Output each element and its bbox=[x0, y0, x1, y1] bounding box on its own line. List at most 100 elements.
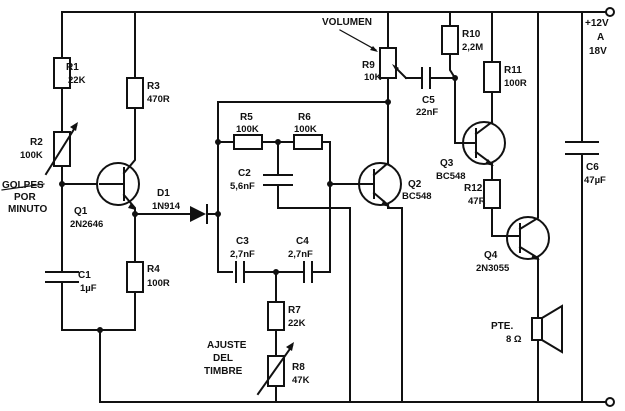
svg-text:C4: C4 bbox=[296, 236, 309, 247]
svg-text:2,2M: 2,2M bbox=[462, 42, 483, 53]
svg-text:R1: R1 bbox=[66, 62, 79, 73]
svg-text:100K: 100K bbox=[294, 124, 317, 135]
svg-text:22nF: 22nF bbox=[416, 107, 438, 118]
ground-terminal bbox=[605, 397, 615, 407]
svg-text:Q4: Q4 bbox=[484, 250, 498, 261]
resistor-r3: R3 470R bbox=[126, 77, 170, 109]
svg-text:2N3055: 2N3055 bbox=[476, 263, 510, 274]
svg-text:Q3: Q3 bbox=[440, 158, 454, 169]
wire bbox=[491, 207, 509, 237]
svg-text:R2: R2 bbox=[30, 137, 43, 148]
resistor-r12: R12 47R bbox=[464, 179, 501, 209]
svg-text:2,7nF: 2,7nF bbox=[230, 249, 255, 260]
wire bbox=[61, 281, 136, 331]
svg-text:R9: R9 bbox=[362, 60, 375, 71]
svg-text:R7: R7 bbox=[288, 305, 301, 316]
resistor-r1: R1 22K bbox=[53, 57, 86, 89]
svg-text:R5: R5 bbox=[240, 112, 253, 123]
resistor-r4: R4 100R bbox=[126, 261, 170, 293]
supply-label-line1: +12V bbox=[585, 18, 609, 29]
svg-text:100K: 100K bbox=[236, 124, 259, 135]
svg-text:100R: 100R bbox=[504, 78, 527, 89]
svg-text:R6: R6 bbox=[298, 112, 311, 123]
svg-text:R12: R12 bbox=[464, 183, 483, 194]
svg-text:BC548: BC548 bbox=[402, 191, 432, 202]
svg-text:R4: R4 bbox=[147, 264, 160, 275]
svg-text:C6: C6 bbox=[586, 162, 599, 173]
svg-text:5,6nF: 5,6nF bbox=[230, 181, 255, 192]
svg-text:10K: 10K bbox=[364, 72, 382, 83]
svg-text:1N914: 1N914 bbox=[152, 201, 181, 212]
svg-text:BC548: BC548 bbox=[436, 171, 466, 182]
wire bbox=[321, 141, 331, 185]
svg-text:TIMBRE: TIMBRE bbox=[204, 366, 243, 377]
svg-text:470R: 470R bbox=[147, 94, 170, 105]
svg-text:POR: POR bbox=[14, 192, 36, 203]
svg-text:Q2: Q2 bbox=[408, 179, 422, 190]
svg-text:22K: 22K bbox=[68, 75, 86, 86]
capacitor-c6: C6 47µF bbox=[565, 141, 606, 186]
svg-text:1µF: 1µF bbox=[80, 283, 97, 294]
svg-text:2N2646: 2N2646 bbox=[70, 219, 103, 230]
capacitor-c4: C4 2,7nF bbox=[288, 236, 313, 283]
volume-label: VOLUMEN bbox=[322, 17, 378, 52]
svg-text:2,7nF: 2,7nF bbox=[288, 249, 313, 260]
svg-text:22K: 22K bbox=[288, 318, 306, 329]
transistor-q4: Q4 2N3055 bbox=[476, 11, 550, 313]
potentiometer-r8: R8 47K bbox=[256, 342, 310, 396]
wire bbox=[217, 101, 233, 273]
positive-terminal bbox=[605, 7, 615, 17]
potentiometer-r9: R9 10K bbox=[362, 47, 408, 83]
transistor-q2: Q2 BC548 bbox=[358, 161, 432, 207]
svg-text:C2: C2 bbox=[238, 168, 251, 179]
wire bbox=[311, 183, 331, 273]
wire bbox=[277, 184, 351, 403]
top-rail bbox=[61, 7, 615, 17]
svg-text:AJUSTE: AJUSTE bbox=[207, 340, 247, 351]
timbre-label: AJUSTE DEL TIMBRE bbox=[204, 340, 247, 377]
svg-text:47R: 47R bbox=[468, 196, 486, 207]
svg-text:PTE.: PTE. bbox=[491, 321, 513, 332]
supply-label: +12V A 18V bbox=[585, 18, 609, 57]
svg-text:C5: C5 bbox=[422, 95, 435, 106]
svg-text:47K: 47K bbox=[292, 375, 310, 386]
speaker: PTE. 8 Ω bbox=[491, 304, 563, 354]
resistor-r10: R10 2,2M bbox=[441, 25, 483, 55]
resistor-r7: R7 22K bbox=[267, 301, 306, 331]
svg-text:C3: C3 bbox=[236, 236, 249, 247]
svg-text:8 Ω: 8 Ω bbox=[506, 334, 522, 345]
supply-label-line3: 18V bbox=[589, 46, 607, 57]
diode-d1: D1 1N914 bbox=[152, 188, 208, 224]
wire bbox=[449, 53, 456, 141]
svg-text:C1: C1 bbox=[78, 270, 91, 281]
svg-text:R3: R3 bbox=[147, 81, 160, 92]
svg-text:D1: D1 bbox=[157, 188, 170, 199]
svg-text:100K: 100K bbox=[20, 150, 43, 161]
svg-text:R11: R11 bbox=[504, 65, 522, 76]
capacitor-c5: C5 22nF bbox=[416, 67, 438, 118]
wire bbox=[387, 204, 403, 403]
svg-text:R10: R10 bbox=[462, 29, 481, 40]
svg-text:100R: 100R bbox=[147, 278, 170, 289]
svg-text:47µF: 47µF bbox=[584, 175, 606, 186]
junction bbox=[385, 99, 391, 105]
capacitor-c2: C2 5,6nF bbox=[230, 168, 293, 192]
speed-label: GOLPES POR MINUTO bbox=[1, 180, 47, 215]
supply-label-line2: A bbox=[597, 32, 604, 43]
capacitor-c1: C1 1µF bbox=[45, 261, 97, 294]
transistor-q1: Q1 2N2646 bbox=[70, 145, 140, 230]
svg-text:Q1: Q1 bbox=[74, 206, 88, 217]
svg-text:GOLPES: GOLPES bbox=[2, 180, 44, 191]
bottom-rail bbox=[99, 397, 615, 407]
svg-text:DEL: DEL bbox=[213, 353, 233, 364]
resistor-r11: R11 100R bbox=[483, 61, 527, 93]
svg-text:VOLUMEN: VOLUMEN bbox=[322, 17, 372, 28]
potentiometer-r2: R2 100K bbox=[20, 122, 78, 176]
transistor-q3: Q3 BC548 bbox=[436, 120, 506, 182]
resistor-r5: R5 100K bbox=[233, 112, 263, 150]
resistor-r6: R6 100K bbox=[293, 112, 323, 150]
capacitor-c3: C3 2,7nF bbox=[230, 236, 255, 283]
svg-text:R8: R8 bbox=[292, 362, 305, 373]
svg-text:MINUTO: MINUTO bbox=[8, 204, 47, 215]
